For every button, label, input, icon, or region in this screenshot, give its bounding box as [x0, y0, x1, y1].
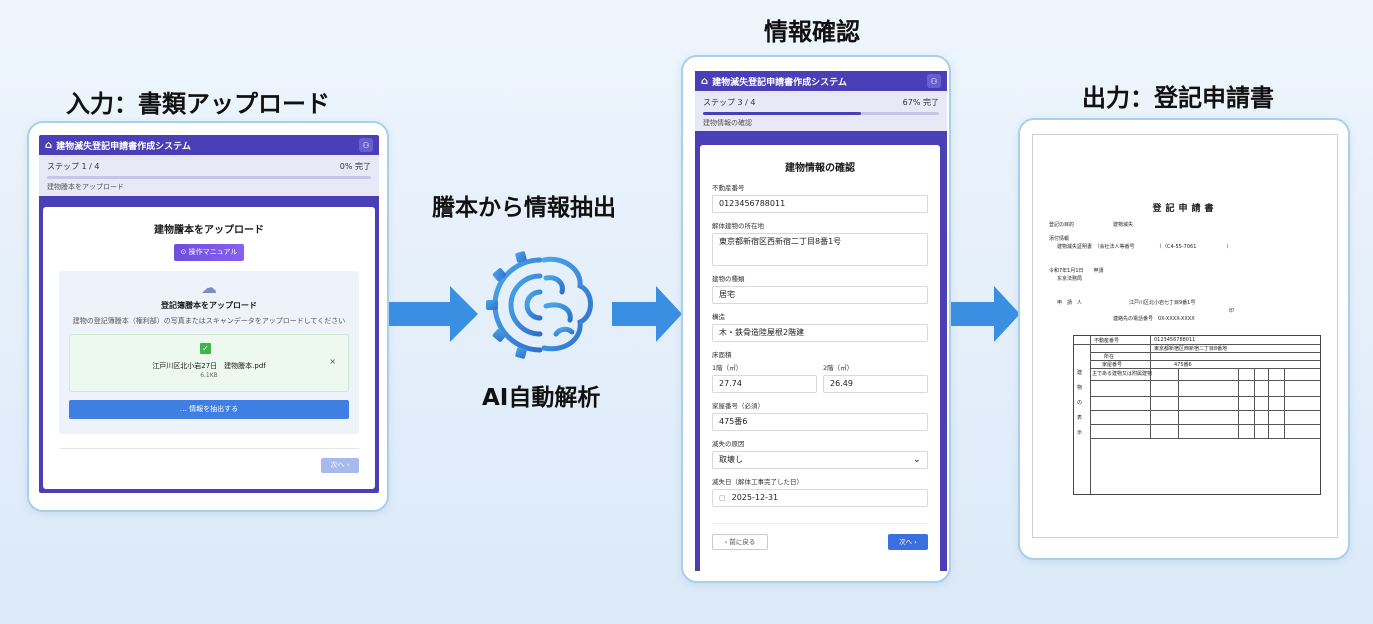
address-textarea[interactable]: 東京都新宿区西新宿二丁目8番1号	[712, 233, 928, 266]
floor-area-row: 1階（㎡） 27.74 2階（㎡） 26.49	[712, 362, 928, 393]
back-button[interactable]: ‹ 前に戻る	[712, 534, 768, 550]
check-icon: ✓	[200, 343, 211, 354]
table-side-label: 建物の表示	[1077, 370, 1083, 436]
table-cell: 主である建物又は附属建物	[1092, 371, 1152, 377]
calendar-icon: ▢	[719, 494, 726, 502]
input-stage-title: 入力：書類アップロード	[66, 90, 330, 118]
extract-info-button[interactable]: … 情報を抽出する	[69, 400, 349, 419]
next-button[interactable]: 次へ ›	[888, 534, 928, 550]
user-icon[interactable]: ⚇	[359, 138, 373, 152]
doc-line: 連絡先の電話番号 0X-XXXX-XXXX	[1113, 316, 1195, 322]
field-label: 2階（㎡）	[823, 364, 854, 372]
divider	[59, 448, 359, 449]
floor2-area-input[interactable]: 26.49	[823, 375, 928, 393]
field-label: 構造	[712, 313, 725, 321]
manual-button[interactable]: ⊙ 操作マニュアル	[174, 244, 244, 261]
step-label: 建物情報の確認	[703, 119, 752, 127]
upload-card: 建物謄本をアップロード ⊙ 操作マニュアル ☁ 登記簿謄本をアップロード 建物の…	[43, 207, 375, 489]
loss-date-input[interactable]: ▢ 2025-12-31	[712, 489, 928, 507]
doc-line: 登記の目的	[1049, 222, 1075, 228]
file-name: 江戸川区北小岩27日 建物謄本.pdf	[152, 362, 266, 370]
doc-line: 添付情報	[1049, 236, 1070, 242]
field-label: 床面積	[712, 351, 732, 359]
document-table: 不動産番号 0123456788011 所在 東京都新宿区西新宿二丁目8番地 家…	[1073, 335, 1321, 495]
progress-bar	[47, 176, 371, 179]
card-title: 建物情報の確認	[785, 163, 855, 174]
progress-text: 67% 完了	[902, 98, 939, 107]
confirm-card: 建物情報の確認 不動産番号 0123456788011 解体建物の所在地 東京都…	[700, 145, 940, 571]
home-icon[interactable]: ⌂	[701, 75, 709, 87]
table-cell: 東京都新宿区西新宿二丁目8番地	[1154, 346, 1228, 352]
user-icon[interactable]: ⚇	[927, 74, 941, 88]
output-document-frame: 登記申請書 登記の目的 建物滅失 添付情報 建物滅失証明書 （会社法人等番号 ）…	[1018, 118, 1350, 560]
doc-line: 东京法務局	[1057, 276, 1083, 282]
application-document: 登記申請書 登記の目的 建物滅失 添付情報 建物滅失証明書 （会社法人等番号 ）…	[1032, 134, 1338, 538]
doc-line: 建物滅失	[1113, 222, 1134, 228]
doc-line: 印	[1229, 308, 1235, 314]
home-icon[interactable]: ⌂	[45, 139, 53, 151]
remove-file-icon[interactable]: ×	[329, 357, 336, 366]
doc-line: 申 請 人	[1057, 300, 1083, 306]
table-cell: 所在	[1104, 354, 1115, 360]
table-cell: 家屋番号	[1102, 362, 1123, 368]
uploaded-file: ✓ 江戸川区北小岩27日 建物謄本.pdf 6.1KB ×	[69, 334, 349, 392]
table-cell: 0123456788011	[1154, 337, 1196, 343]
document-title: 登記申請書	[1152, 204, 1218, 214]
progress-section: ステップ 1 / 4 0% 完了 建物謄本をアップロード	[39, 155, 379, 196]
table-cell: 不動産番号	[1094, 338, 1120, 344]
ai-label: AI自動解析	[482, 385, 601, 411]
extract-label: 謄本から情報抽出	[432, 195, 616, 221]
confirm-screen-frame: ⌂ 建物滅失登記申請書作成システム ⚇ ステップ 3 / 4 67% 完了 建物…	[681, 55, 951, 583]
app-title: 建物滅失登記申請書作成システム	[712, 77, 847, 88]
real-estate-number-input[interactable]: 0123456788011	[712, 195, 928, 213]
next-button[interactable]: 次へ ›	[321, 458, 359, 473]
field-label: 建物の種類	[712, 275, 745, 283]
field-label: 1階（㎡）	[712, 364, 743, 372]
file-size: 6.1KB	[200, 372, 218, 379]
progress-section: ステップ 3 / 4 67% 完了 建物情報の確認	[695, 91, 947, 131]
app-header: ⌂ 建物滅失登記申請書作成システム ⚇	[695, 71, 947, 91]
output-stage-title: 出力：登記申請書	[1082, 84, 1274, 112]
doc-line: 建物滅失証明書 （会社法人等番号 ）（C4-55-7061 ）	[1057, 244, 1232, 250]
building-type-input[interactable]: 居宅	[712, 286, 928, 304]
drop-zone-title: 登記簿謄本をアップロード	[161, 301, 257, 310]
arrow-right-icon	[612, 286, 682, 342]
step-label: 建物謄本をアップロード	[47, 183, 124, 191]
loss-cause-select[interactable]: 取壊し	[712, 451, 928, 469]
structure-input[interactable]: 木・鉄骨造陸屋根2階建	[712, 324, 928, 342]
drop-zone[interactable]: ☁ 登記簿謄本をアップロード 建物の登記簿謄本（権利部）の写真またはスキャンデー…	[59, 271, 359, 434]
drop-zone-description: 建物の登記簿謄本（権利部）の写真またはスキャンデータをアップロードしてください	[72, 317, 346, 325]
navigation-row: ‹ 前に戻る 次へ ›	[712, 523, 928, 550]
table-cell: 475番6	[1174, 362, 1192, 368]
progress-bar-fill	[703, 112, 862, 115]
loss-date-value: 2025-12-31	[731, 493, 779, 502]
step-counter: ステップ 3 / 4	[703, 98, 756, 107]
progress-text: 0% 完了	[339, 162, 371, 171]
field-label: 解体建物の所在地	[712, 222, 764, 230]
doc-line: 江戸川区北小岩七丁目9番1号	[1129, 300, 1196, 306]
field-label: 不動産番号	[712, 184, 745, 192]
app-header: ⌂ 建物滅失登記申請書作成システム ⚇	[39, 135, 379, 155]
step-counter: ステップ 1 / 4	[47, 162, 100, 171]
confirm-app-window: ⌂ 建物滅失登記申請書作成システム ⚇ ステップ 3 / 4 67% 完了 建物…	[695, 71, 947, 571]
upload-screen-frame: ⌂ 建物滅失登記申請書作成システム ⚇ ステップ 1 / 4 0% 完了 建物謄…	[27, 121, 389, 512]
doc-line: 令和7年1月1日 申請	[1049, 268, 1104, 274]
field-label: 滅失の原因	[712, 440, 745, 448]
cloud-upload-icon: ☁	[201, 278, 217, 297]
floor1-area-input[interactable]: 27.74	[712, 375, 817, 393]
field-label: 家屋番号（必須）	[712, 402, 764, 410]
confirm-stage-title: 情報確認	[764, 18, 860, 46]
field-label: 滅失日（解体工事完了した日）	[712, 478, 803, 486]
ai-brain-gear-icon	[486, 251, 593, 359]
card-title: 建物謄本をアップロード	[154, 225, 264, 236]
upload-app-window: ⌂ 建物滅失登記申請書作成システム ⚇ ステップ 1 / 4 0% 完了 建物謄…	[39, 135, 379, 493]
arrow-right-icon	[950, 286, 1020, 342]
app-title: 建物滅失登記申請書作成システム	[56, 141, 191, 152]
progress-bar	[703, 112, 939, 115]
house-number-input[interactable]: 475番6	[712, 413, 928, 431]
arrow-right-icon	[388, 286, 478, 342]
